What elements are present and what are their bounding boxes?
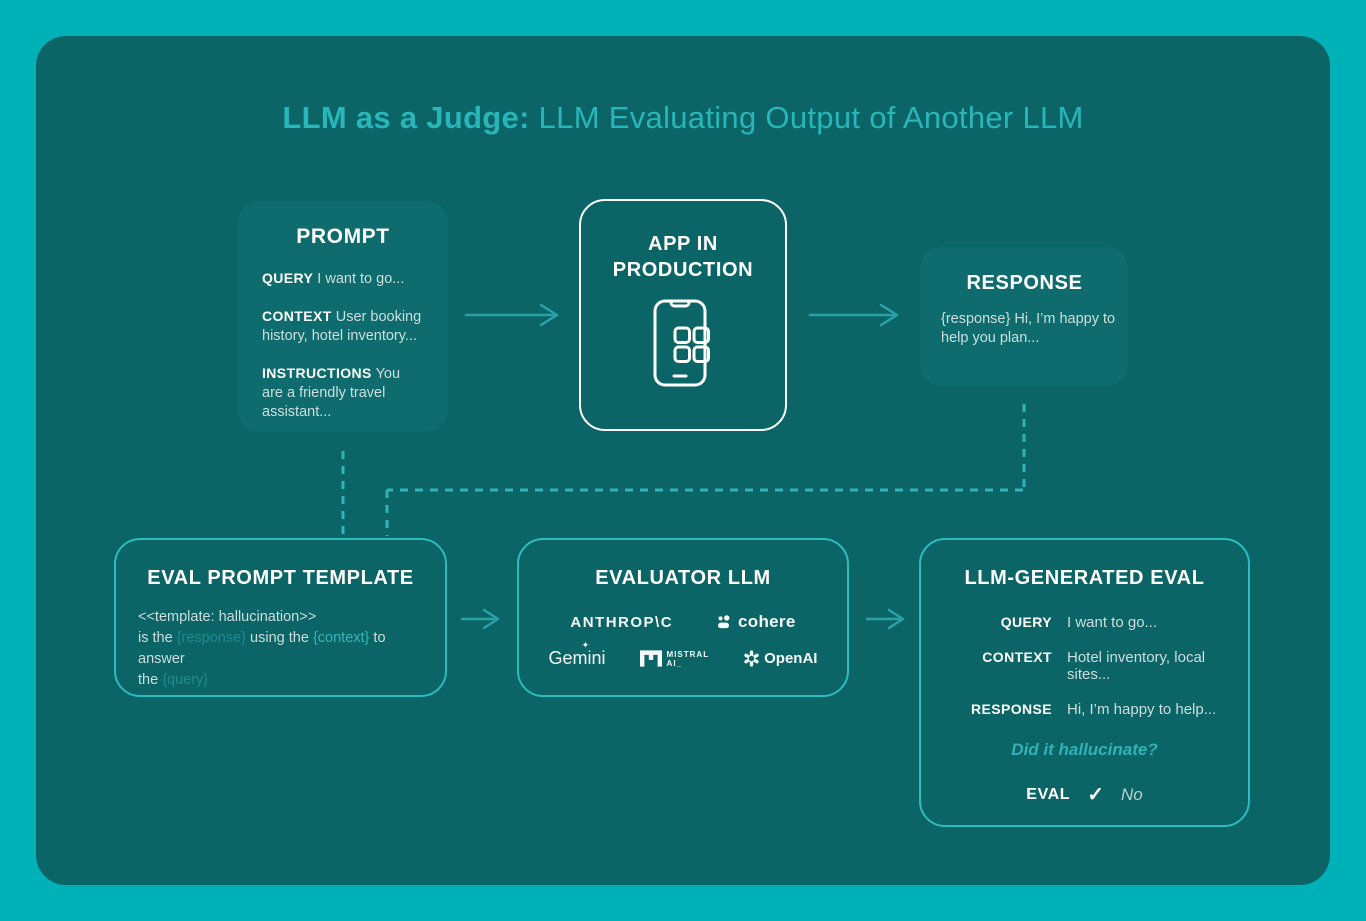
evalgen-box-title: LLM-GENERATED EVAL	[964, 567, 1205, 589]
app-in-production-box: APP IN PRODUCTION	[579, 199, 787, 431]
context-label: CONTEXT	[262, 308, 332, 324]
response-text: {response} Hi, I’m happy to help you pla…	[941, 311, 1116, 346]
prompt-box-title: PROMPT	[296, 225, 390, 248]
cohere-wordmark: cohere	[738, 612, 796, 631]
eval-response-label: RESPONSE	[971, 701, 1052, 717]
mistral-m-icon	[639, 650, 662, 667]
template-text-1: is the	[138, 630, 177, 646]
eval-result-label: EVAL	[1026, 785, 1071, 803]
instructions-text: You are a friendly travel assistant...	[262, 366, 401, 420]
gemini-wordmark: Gemini	[548, 648, 606, 668]
evaluator-box-title: EVALUATOR LLM	[595, 567, 771, 589]
template-text-3: to answer	[138, 630, 386, 667]
query-placeholder: {query}	[162, 672, 209, 688]
eval-rows: QUERY I want to go... CONTEXT Hotel inve…	[947, 614, 1222, 718]
app-box-title: APP IN PRODUCTION	[581, 231, 785, 283]
context-text: User booking history, hotel inventory...	[262, 309, 422, 344]
eval-query-label: QUERY	[1000, 614, 1052, 630]
page-title: LLM as a Judge: LLM Evaluating Output of…	[0, 100, 1366, 136]
prompt-item-context: CONTEXT User booking history, hotel inve…	[262, 307, 424, 346]
template-line2: is the {response} using the {context} to…	[138, 628, 423, 670]
cohere-logo: cohere	[715, 612, 796, 632]
evaluator-llm-box: EVALUATOR LLM ANTHROP\C cohere Gemini ✦ …	[517, 538, 849, 697]
eval-result-row: EVAL ✓ No	[947, 782, 1222, 807]
context-placeholder: {context}	[312, 630, 370, 646]
template-text-4: the	[138, 672, 163, 688]
diagram-panel	[36, 36, 1330, 885]
page-title-bold: LLM as a Judge:	[282, 100, 530, 135]
prompt-item-instructions: INSTRUCTIONS You are a friendly travel a…	[262, 364, 424, 422]
smartphone-apps-icon	[581, 299, 785, 392]
logo-row-1: ANTHROP\C cohere	[519, 612, 847, 632]
eval-context-value: Hotel inventory, local sites...	[1067, 649, 1206, 683]
response-box-title: RESPONSE	[966, 272, 1083, 294]
hallucinate-question: Did it hallucinate?	[1011, 740, 1158, 759]
mistral-wordmark: MISTRAL AI_	[667, 650, 710, 668]
query-text: I want to go...	[313, 271, 405, 287]
check-icon: ✓	[1087, 784, 1104, 806]
gemini-logo: Gemini ✦	[548, 640, 606, 669]
mistral-wordmark-line1: MISTRAL	[666, 649, 710, 659]
template-line1: <<template: hallucination>>	[138, 609, 317, 625]
query-label: QUERY	[262, 270, 314, 286]
app-box-title-line2: PRODUCTION	[612, 259, 754, 281]
mistral-wordmark-line2: AI_	[666, 658, 682, 668]
eval-response-value: Hi, I’m happy to help...	[1067, 701, 1217, 718]
gemini-sparkle-icon: ✦	[581, 640, 590, 650]
eval-result-value: No	[1120, 784, 1143, 804]
openai-flower-icon	[744, 650, 759, 667]
instructions-label: INSTRUCTIONS	[262, 365, 372, 381]
response-placeholder: {response}	[176, 630, 247, 646]
template-box-title: EVAL PROMPT TEMPLATE	[147, 567, 414, 589]
llm-generated-eval-box: LLM-GENERATED EVAL QUERY I want to go...…	[919, 538, 1250, 827]
eval-context-label: CONTEXT	[982, 649, 1052, 665]
cohere-logo-icon	[718, 614, 730, 628]
prompt-box: PROMPT QUERY I want to go... CONTEXT Use…	[238, 201, 448, 432]
template-line3: the {query}	[138, 670, 423, 691]
response-box: RESPONSE {response} Hi, I’m happy to hel…	[920, 247, 1128, 386]
logo-row-2: Gemini ✦ MISTRAL AI_	[519, 640, 847, 669]
openai-logo: OpenAI	[743, 650, 817, 667]
template-text-2: using the	[246, 630, 313, 646]
mistral-logo: MISTRAL AI_	[639, 650, 710, 668]
eval-query-value: I want to go...	[1067, 614, 1158, 631]
eval-prompt-template-box: EVAL PROMPT TEMPLATE <<template: halluci…	[114, 538, 447, 697]
page-title-rest: LLM Evaluating Output of Another LLM	[529, 100, 1084, 135]
openai-wordmark: OpenAI	[764, 650, 818, 667]
app-box-title-line1: APP IN	[648, 233, 718, 255]
anthropic-logo: ANTHROP\C	[570, 613, 674, 631]
prompt-item-query: QUERY I want to go...	[262, 269, 424, 289]
template-body: <<template: hallucination>> is the {resp…	[138, 607, 423, 691]
